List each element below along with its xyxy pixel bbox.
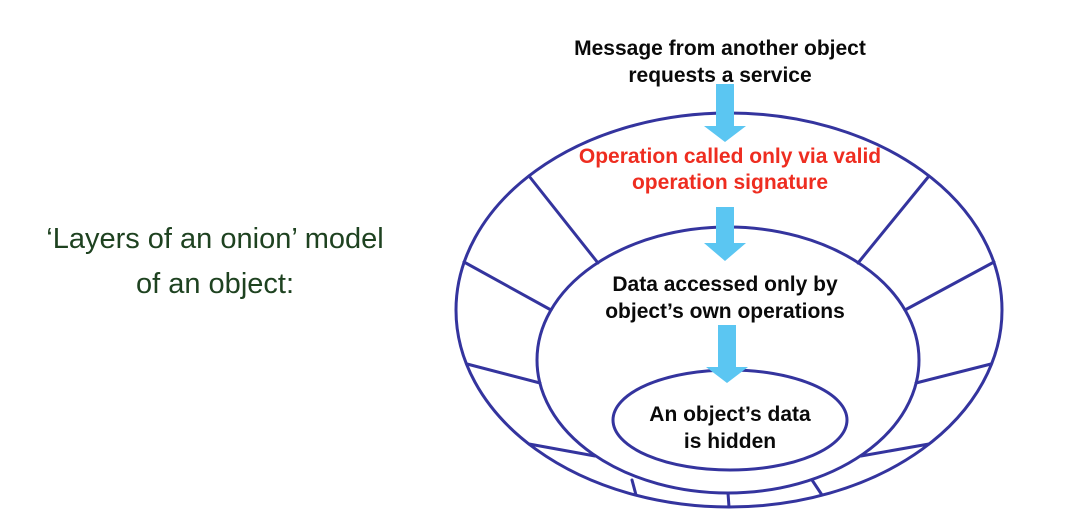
segment-divider-line xyxy=(903,260,996,312)
down-arrow-icon-message-to-operation xyxy=(704,84,746,142)
segment-divider-line xyxy=(527,174,600,265)
data-access-label-line1: Data accessed only by xyxy=(612,273,838,296)
down-arrow-icon-data-to-hidden xyxy=(706,325,748,383)
data-access-label-line2: object’s own operations xyxy=(605,300,845,323)
down-arrow-icon-operation-to-data xyxy=(704,207,746,261)
onion-model-caption-line1: ‘Layers of an onion’ model xyxy=(46,223,383,255)
message-label-line1: Message from another object xyxy=(574,37,866,60)
segment-divider-line xyxy=(914,362,993,385)
segment-divider-line xyxy=(859,442,931,458)
segment-divider-line xyxy=(462,260,553,312)
segment-divider-line xyxy=(856,174,931,265)
segment-divider-line xyxy=(810,478,824,497)
onion-segment-dividers xyxy=(462,174,996,509)
onion-model-caption-line2: of an object: xyxy=(136,268,294,300)
segment-divider-line xyxy=(630,478,638,497)
operation-label-line2: operation signature xyxy=(632,171,828,194)
hidden-data-label-line1: An object’s data xyxy=(649,403,811,426)
segment-divider-line xyxy=(726,491,731,509)
segment-divider-line xyxy=(527,442,597,458)
operation-label-line1: Operation called only via valid xyxy=(579,145,881,168)
message-label-line2: requests a service xyxy=(628,64,811,87)
hidden-data-label-line2: is hidden xyxy=(684,430,776,453)
segment-divider-line xyxy=(465,362,542,385)
